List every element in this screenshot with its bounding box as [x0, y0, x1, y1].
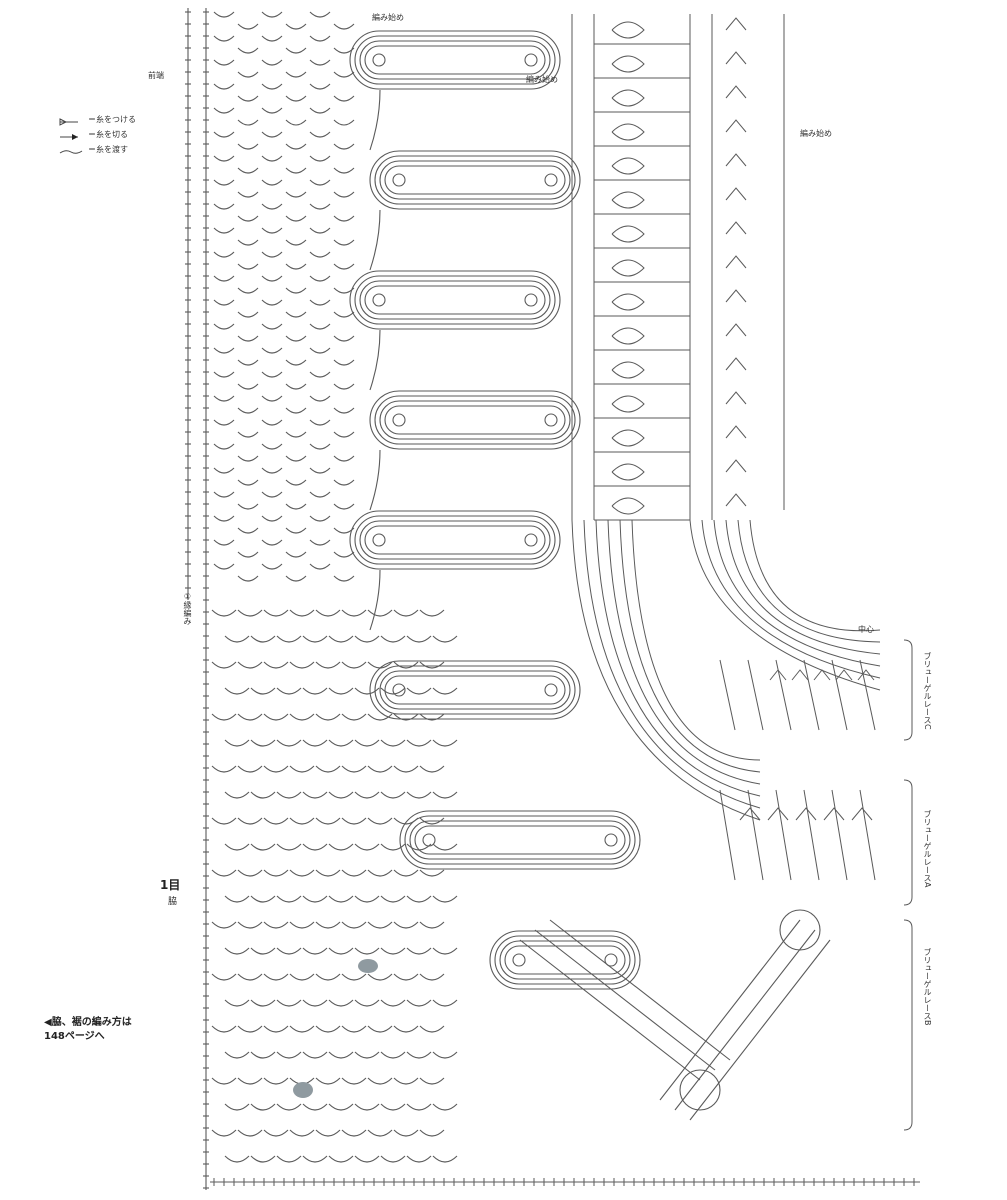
decorations: [210, 639, 920, 1186]
band-a-label: ブリューゲルレースA: [923, 810, 932, 888]
lace-columns: [571, 14, 881, 881]
side-label: 脇: [168, 897, 178, 907]
legend-text-carry: ＝糸を渡す: [88, 145, 128, 154]
legend-text-cut: ＝糸を切る: [88, 130, 128, 139]
legend-row-carry: ＝糸を渡す: [58, 142, 136, 157]
edging-vertical-label: ①縁編み: [183, 592, 192, 625]
legend-row-attach: ＝糸をつける: [58, 112, 136, 127]
left-mesh-pattern: [185, 8, 458, 1190]
attach-yarn-icon: [58, 116, 84, 126]
legend-text-attach: ＝糸をつける: [88, 115, 136, 124]
band-b-label: ブリューゲルレースB: [923, 948, 932, 1026]
symbol-legend: ＝糸をつける ＝糸を切る ＝糸を渡す: [58, 112, 136, 157]
reference-note-line-2: 148ページへ: [44, 1031, 105, 1042]
carry-yarn-icon: [58, 146, 84, 154]
reference-note-line-1: ◀脇、裾の編み方は: [44, 1017, 132, 1028]
cut-yarn-icon: [58, 131, 84, 140]
legend-row-cut: ＝糸を切る: [58, 127, 136, 142]
start-label-top-1: 編み始め: [372, 13, 404, 22]
front-center-label: 前端: [148, 71, 164, 80]
braid-bands: [349, 30, 831, 1121]
reference-note: ◀脇、裾の編み方は 148ページへ: [44, 1016, 132, 1044]
row-one-label: 1目: [160, 878, 181, 892]
start-label-top-2: 編み始め: [526, 75, 558, 84]
center-label: 中心: [858, 625, 874, 634]
start-label-right: 編み始め: [800, 129, 832, 138]
band-c-label: ブリューゲルレースC: [923, 652, 932, 730]
